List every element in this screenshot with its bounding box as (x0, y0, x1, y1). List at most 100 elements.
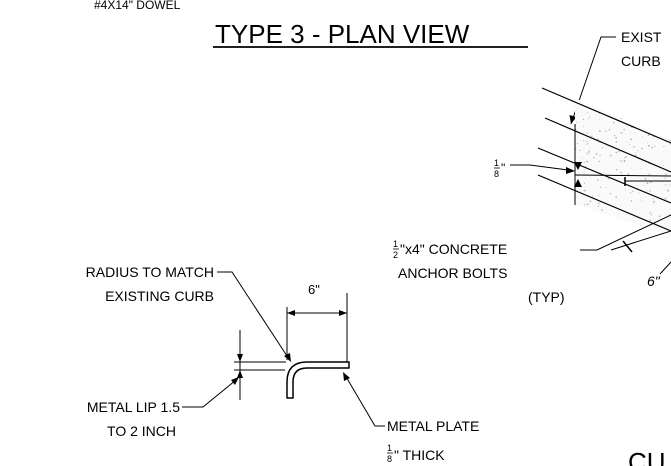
concrete-speckle (593, 157, 595, 159)
concrete-speckle (588, 150, 591, 153)
plan-six-inch-label: 6" (647, 273, 661, 289)
concrete-speckle (586, 132, 588, 134)
curb-line-2 (544, 117, 671, 173)
concrete-speckle (586, 160, 589, 163)
concrete-speckle (640, 224, 642, 226)
concrete-speckle (625, 106, 627, 108)
thickness-arrow-up (574, 179, 582, 187)
concrete-speckle (644, 177, 647, 180)
concrete-speckle (647, 109, 649, 112)
plate-line (574, 174, 671, 177)
concrete-speckle (583, 182, 586, 184)
concrete-speckle (653, 243, 654, 244)
concrete-speckle (608, 109, 610, 112)
concrete-speckle (591, 135, 593, 137)
eighth-fraction-numerator: 1 (494, 158, 499, 168)
concrete-speckle (591, 95, 593, 97)
concrete-speckle (598, 119, 600, 121)
concrete-speckle (664, 110, 666, 112)
concrete-speckle (650, 104, 652, 106)
concrete-speckle (614, 134, 616, 137)
concrete-speckle (598, 160, 601, 163)
concrete-speckle (619, 225, 622, 227)
thickness-arrow-down (574, 162, 582, 170)
concrete-speckle (591, 213, 593, 216)
concrete-speckle (624, 230, 626, 232)
concrete-speckle (623, 102, 625, 104)
concrete-speckle (588, 116, 591, 118)
concrete-speckle (632, 113, 635, 116)
dim-6in-label: 6" (308, 282, 320, 297)
concrete-speckle (661, 127, 663, 128)
concrete-speckle (647, 144, 650, 147)
concrete-speckle (637, 150, 639, 152)
concrete-speckle (623, 178, 625, 180)
concrete-speckle (592, 105, 594, 107)
concrete-speckle (586, 112, 588, 114)
metal-lip-arrowhead (231, 377, 239, 385)
concrete-speckle (646, 182, 649, 185)
concrete-speckle (598, 130, 601, 133)
plan-view-title: TYPE 3 - PLAN VIEW (215, 19, 470, 49)
concrete-speckle (609, 241, 611, 243)
concrete-speckle (641, 136, 643, 138)
existing-curb-section (575, 95, 671, 244)
concrete-speckle (609, 192, 612, 195)
concrete-speckle (587, 216, 590, 219)
concrete-speckle (602, 147, 604, 149)
concrete-speckle (660, 160, 662, 162)
radius-leader (217, 271, 290, 360)
plan-dim-line (610, 230, 671, 251)
concrete-speckle (605, 218, 608, 221)
concrete-speckle (586, 203, 589, 206)
concrete-speckle (646, 190, 648, 192)
concrete-speckle (609, 105, 612, 108)
concrete-speckle (627, 173, 630, 176)
concrete-speckle (605, 130, 607, 133)
concrete-speckle (662, 165, 664, 167)
cut-off-label-partial: CU (628, 447, 666, 466)
eighth-fraction-denominator: 8 (494, 169, 499, 179)
concrete-speckle (642, 119, 644, 121)
concrete-speckle (663, 146, 665, 148)
anchor-bolts-line3: (TYP) (528, 289, 565, 305)
concrete-speckle (582, 233, 584, 235)
concrete-speckle (668, 139, 671, 142)
concrete-speckle (601, 209, 603, 211)
concrete-speckle (665, 174, 667, 176)
concrete-speckle (618, 105, 620, 108)
concrete-speckle (579, 234, 581, 236)
concrete-speckle (649, 219, 651, 222)
concrete-speckle (583, 168, 585, 170)
metal-lip-line1: METAL LIP 1.5 (87, 399, 180, 415)
concrete-speckle (583, 126, 585, 128)
concrete-speckle (645, 242, 646, 243)
concrete-speckle (632, 190, 634, 192)
curb-line-1 (541, 87, 671, 144)
concrete-speckle (651, 147, 653, 149)
eighth-arrowhead (566, 167, 575, 174)
concrete-speckle (609, 154, 612, 157)
concrete-speckle (588, 96, 590, 98)
plan-dim-tick (622, 240, 633, 253)
concrete-speckle (596, 153, 598, 154)
concrete-speckle (586, 152, 589, 155)
anchor-fraction-denominator: 2 (393, 250, 398, 260)
concrete-speckle (618, 150, 620, 153)
concrete-speckle (669, 183, 671, 185)
concrete-speckle (575, 207, 577, 210)
concrete-speckle (589, 200, 592, 202)
concrete-speckle (654, 145, 656, 147)
concrete-speckle (643, 183, 645, 185)
concrete-speckle (597, 205, 599, 207)
radius-note-line1: RADIUS TO MATCH (86, 264, 214, 280)
concrete-speckle (647, 134, 650, 136)
concrete-speckle (623, 128, 625, 131)
concrete-speckle (607, 177, 610, 180)
metal-lip-line2: TO 2 INCH (107, 423, 176, 439)
anchor-bolts-line1: "x4" CONCRETE (400, 241, 507, 257)
lip-arrow-up (237, 370, 243, 378)
concrete-speckle (599, 154, 601, 157)
plan-dim-leader (659, 261, 671, 275)
concrete-speckle (598, 101, 601, 104)
